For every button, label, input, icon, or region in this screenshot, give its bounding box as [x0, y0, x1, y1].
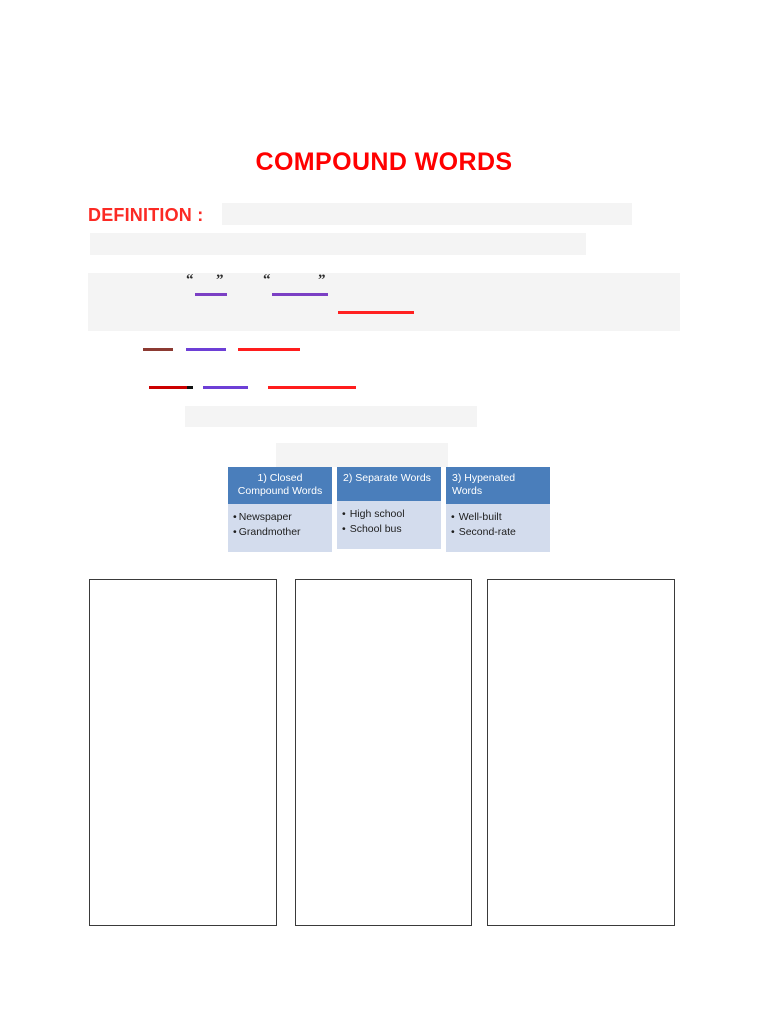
- blank-underline-row-a-3: [238, 348, 300, 351]
- table-column-hyphenated-words: 3) Hypenated Words •Well-built •Second-r…: [446, 467, 550, 552]
- list-item: •Second-rate: [451, 525, 545, 540]
- list-item: •Well-built: [451, 510, 545, 525]
- answer-box-3[interactable]: [487, 579, 675, 926]
- quote-open-icon-2: “: [263, 272, 271, 288]
- column-header-hyphenated-words: 3) Hypenated Words: [446, 467, 550, 504]
- blank-underline-row-b-1-tip: [187, 386, 193, 389]
- redacted-middle-line: [185, 406, 477, 427]
- list-item: •Grandmother: [233, 525, 327, 540]
- list-item: •Newspaper: [233, 510, 327, 525]
- answer-box-1[interactable]: [89, 579, 277, 926]
- list-item: •High school: [342, 507, 436, 522]
- bullet-icon: •: [451, 511, 455, 523]
- list-item-label: Well-built: [458, 511, 502, 523]
- column-body-hyphenated-words: •Well-built •Second-rate: [446, 504, 550, 552]
- compound-word-types-table: 1) Closed Compound Words •Newspaper •Gra…: [228, 467, 566, 552]
- list-item-label: Second-rate: [458, 526, 516, 538]
- bullet-icon: •: [233, 526, 237, 538]
- list-item: •School bus: [342, 522, 436, 537]
- redacted-definition-line-1: [222, 203, 632, 225]
- page-title: COMPOUND WORDS: [255, 148, 513, 176]
- list-item-label: Newspaper: [238, 511, 292, 523]
- column-body-closed-compound: •Newspaper •Grandmother: [228, 504, 332, 552]
- list-item-label: High school: [349, 508, 405, 520]
- bullet-icon: •: [342, 523, 346, 535]
- blank-underline-quote-2: [272, 293, 328, 296]
- blank-underline-quote-3: [338, 311, 414, 314]
- quote-open-icon-1: “: [186, 272, 194, 288]
- bullet-icon: •: [342, 508, 346, 520]
- blank-underline-row-a-1: [143, 348, 173, 351]
- column-body-separate-words: •High school •School bus: [337, 501, 441, 549]
- answer-box-2[interactable]: [295, 579, 472, 926]
- list-item-label: Grandmother: [238, 526, 301, 538]
- blank-underline-row-b-1: [149, 386, 187, 389]
- blank-underline-row-b-2: [203, 386, 248, 389]
- bullet-icon: •: [451, 526, 455, 538]
- bullet-icon: •: [233, 511, 237, 523]
- redacted-definition-line-2: [90, 233, 586, 255]
- table-column-separate-words: 2) Separate Words •High school •School b…: [337, 467, 441, 552]
- column-header-closed-compound: 1) Closed Compound Words: [228, 467, 332, 504]
- list-item-label: School bus: [349, 523, 402, 535]
- redacted-example-block: [88, 273, 680, 331]
- blank-underline-row-a-2: [186, 348, 226, 351]
- quote-close-icon-1: ”: [216, 272, 224, 288]
- table-column-closed-compound: 1) Closed Compound Words •Newspaper •Gra…: [228, 467, 332, 552]
- blank-underline-quote-1: [195, 293, 227, 296]
- definition-label: DEFINITION :: [88, 205, 204, 225]
- column-header-separate-words: 2) Separate Words: [337, 467, 441, 501]
- redacted-table-caption: [276, 443, 448, 467]
- quote-close-icon-2: ”: [318, 272, 326, 288]
- blank-underline-row-b-3: [268, 386, 356, 389]
